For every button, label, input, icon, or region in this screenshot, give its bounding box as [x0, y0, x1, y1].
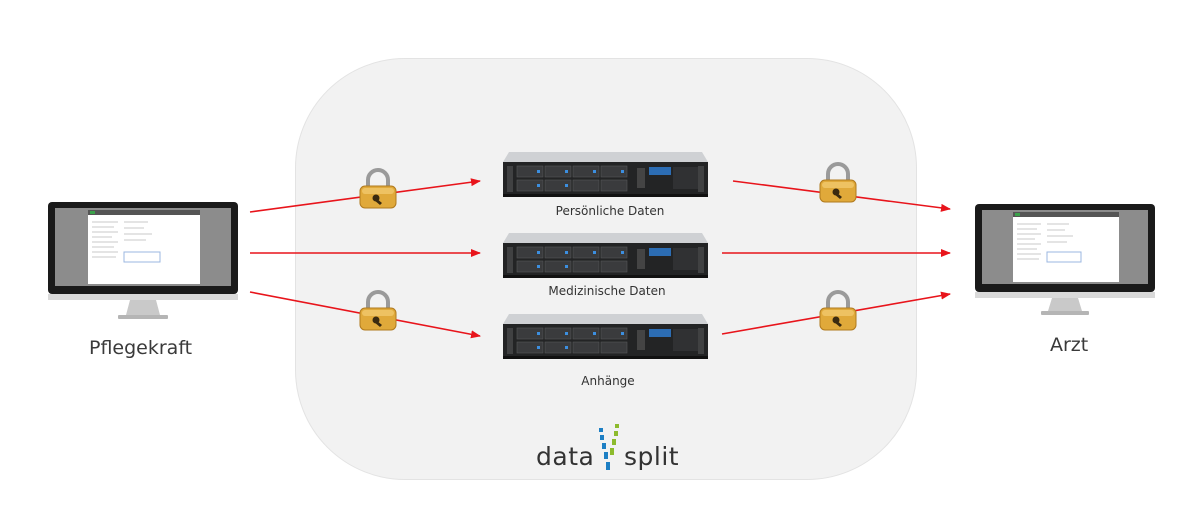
logo-text-data: data: [536, 442, 595, 471]
receiver-monitor-icon: [975, 204, 1155, 315]
receiver-label: Arzt: [1050, 334, 1089, 356]
server-personal-icon: [503, 152, 708, 197]
server-medical-icon: [503, 233, 708, 278]
sender-label: Pflegekraft: [89, 337, 193, 359]
server-attachments-label: Anhänge: [581, 374, 635, 388]
server-personal-label: Persönliche Daten: [555, 204, 665, 218]
sender-monitor-icon: [48, 202, 238, 319]
server-attachments-icon: [503, 314, 708, 359]
server-medical-label: Medizinische Daten: [548, 284, 666, 298]
padlock-icon: [819, 290, 857, 331]
logo-mark-icon: [599, 424, 619, 470]
padlock-icon: [359, 168, 397, 209]
logo-text-split: split: [624, 442, 680, 471]
padlock-icon: [819, 162, 857, 203]
padlock-icon: [359, 290, 397, 331]
